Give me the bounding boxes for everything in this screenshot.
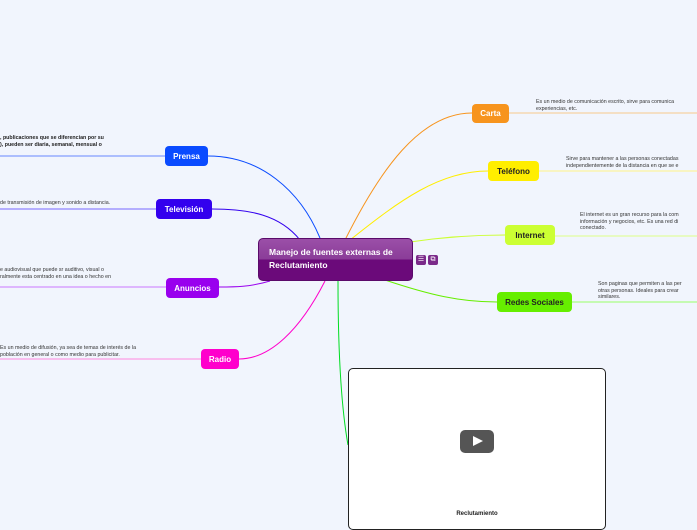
central-topic[interactable]: Manejo de fuentes externas de Reclutamie…	[258, 238, 413, 281]
node-label: Carta	[480, 109, 501, 118]
node-label: Internet	[515, 230, 545, 240]
node-internet[interactable]: Internet	[505, 225, 555, 245]
node-label: Prensa	[173, 151, 200, 161]
node-telefono[interactable]: Teléfono	[488, 161, 539, 181]
play-icon[interactable]	[460, 430, 494, 453]
note-radio: Es un medio de difusión, ya sea de temas…	[0, 345, 137, 358]
node-anuncios[interactable]: Anuncios	[166, 278, 219, 298]
expand-icon[interactable]: ⧉	[428, 255, 438, 265]
node-television[interactable]: Televisión	[156, 199, 212, 219]
note-television: de transmisión de imagen y sonido a dist…	[0, 200, 111, 206]
node-label: Teléfono	[497, 166, 530, 176]
node-radio[interactable]: Radio	[201, 349, 239, 369]
notes-icon[interactable]: ☰	[416, 255, 426, 265]
note-internet: El internet es un gran recurso para la c…	[580, 212, 679, 231]
node-label: Anuncios	[174, 283, 211, 293]
node-label: Redes Sociales	[505, 297, 564, 307]
node-redes-sociales[interactable]: Redes Sociales	[497, 292, 572, 312]
node-prensa[interactable]: Prensa	[165, 146, 208, 166]
video-caption: Reclutamiento	[456, 511, 498, 517]
node-label: Radio	[208, 354, 232, 364]
central-topic-title: Manejo de fuentes externas de Reclutamie…	[269, 247, 393, 270]
note-prensa: , publicaciones que se diferencian por s…	[0, 135, 104, 148]
note-carta: Es un medio de comunicación escrito, sir…	[536, 99, 675, 112]
note-anuncios: e audiovisual que puede sr auditivo, vis…	[0, 267, 112, 280]
node-label: Televisión	[164, 204, 204, 214]
video-embed[interactable]: Reclutamiento	[348, 368, 606, 530]
node-carta[interactable]: Carta	[472, 104, 509, 123]
note-telefono: Sirve para mantener a las personas conec…	[566, 156, 679, 169]
